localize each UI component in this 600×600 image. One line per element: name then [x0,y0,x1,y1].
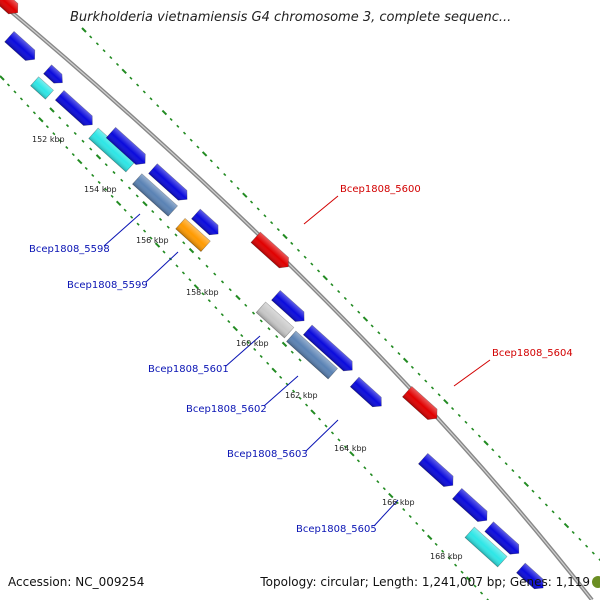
gene-cds[interactable] [148,163,192,204]
gene-cds[interactable] [105,126,150,168]
inner-tick-row [0,75,490,600]
tick-label: 166 kbp [382,498,415,507]
gene-cds[interactable] [30,76,54,100]
inner-tick-row-2 [49,107,302,362]
outer-tick-row [81,27,600,562]
label-leader-line [305,419,339,452]
gene-cds[interactable] [54,90,96,129]
gene-label[interactable]: Bcep1808_5600 [340,184,421,195]
gene-cds[interactable] [516,562,548,593]
gene-cds[interactable] [302,324,356,375]
label-leader-line [373,499,399,527]
tick-label: 156 kbp [136,236,169,245]
gene-cds-red[interactable] [250,231,293,272]
label-leader-line [263,375,299,407]
gene-label[interactable]: Bcep1808_5605 [296,524,377,535]
tick-label: 168 kbp [430,552,463,561]
label-leader-line [145,251,179,283]
gene-label[interactable]: Bcep1808_5602 [186,404,267,415]
tick-label: 162 kbp [285,391,318,400]
map-title: Burkholderia vietnamiensis G4 chromosome… [70,10,512,25]
label-leader-line [103,213,141,247]
gene-cds[interactable] [464,526,508,568]
gene-label[interactable]: Bcep1808_5603 [227,449,308,460]
gene-label[interactable]: Bcep1808_5599 [67,280,148,291]
gene-cds[interactable] [191,208,223,239]
label-leader-line [303,195,339,225]
gene-cds-red[interactable] [402,385,441,423]
gene-cds[interactable] [132,173,178,217]
gene-cds[interactable] [484,521,523,558]
label-leader-line [225,335,261,367]
accession-text: Accession: NC_009254 [8,575,145,589]
topology-text: Topology: circular; Length: 1,241,007 bp… [260,575,590,589]
gene-label[interactable]: Bcep1808_5604 [492,348,573,359]
gene-cds[interactable] [286,330,338,380]
gene-cds[interactable] [175,217,211,253]
gene-edge-fragment [592,576,600,588]
gene-cds[interactable] [4,30,40,64]
gene-cds-red[interactable] [0,0,22,18]
gene-cds[interactable] [43,64,67,87]
tick-label: 160 kbp [236,339,269,348]
backbone-highlight [1,3,593,600]
label-leader-line [453,359,491,387]
tick-label: 158 kbp [186,288,219,297]
gene-cds[interactable] [255,301,295,339]
gene-label[interactable]: Bcep1808_5601 [148,364,229,375]
tick-label: 154 kbp [84,185,117,194]
tick-label: 164 kbp [334,444,367,453]
gene-cds[interactable] [271,290,309,325]
gene-cds[interactable] [349,376,385,411]
gene-cds[interactable] [452,487,491,525]
tick-label: 152 kbp [32,135,65,144]
gene-cds[interactable] [418,452,457,490]
gene-label[interactable]: Bcep1808_5598 [29,244,110,255]
